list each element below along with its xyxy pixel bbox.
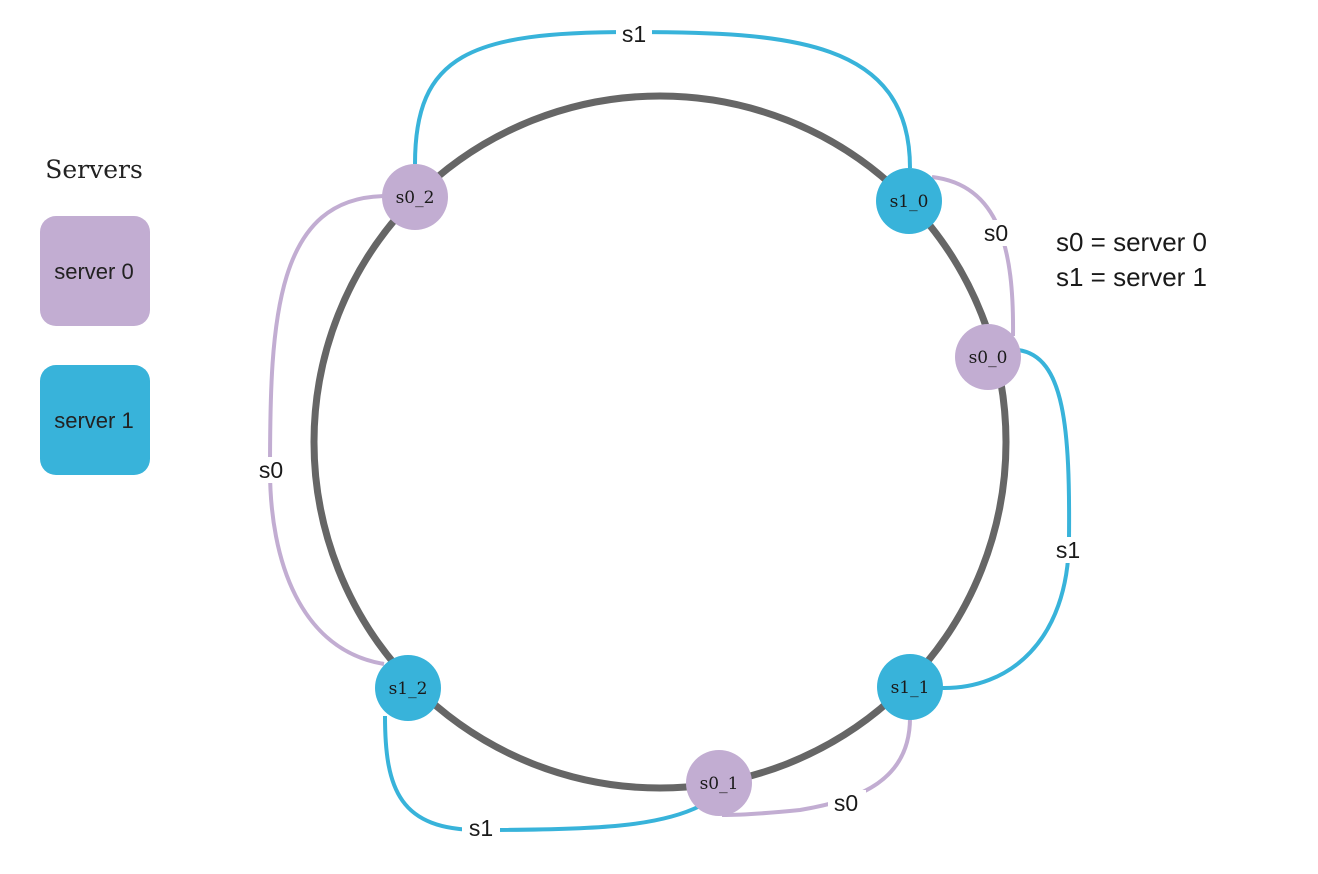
legend-label-server-0: server 0 — [54, 259, 133, 284]
arc-s1_0-to-s0_0 — [931, 175, 1016, 337]
ring-node-s0_2: s0_2 — [382, 164, 448, 230]
key: s0 = server 0 s1 = server 1 — [1056, 227, 1207, 292]
arc-label-s0_1-s1_2: s1 — [469, 815, 493, 841]
arc-label-s0_2-s1_0: s1 — [622, 21, 646, 47]
node-circle — [382, 164, 448, 230]
ring-node-s1_2: s1_2 — [375, 655, 441, 721]
node-circle — [375, 655, 441, 721]
legend-title: Servers — [45, 155, 143, 184]
legend-swatch-server-0 — [40, 216, 150, 326]
arc-label-bg — [616, 20, 652, 46]
arc-label-s1_2-s0_2: s0 — [259, 457, 283, 483]
arc-label-bg — [828, 790, 866, 816]
arc-label-s1_0-s0_0: s0 — [984, 220, 1008, 246]
node-circle — [955, 324, 1021, 390]
key-line-server-1: s1 = server 1 — [1056, 262, 1207, 292]
node-label: s1_0 — [890, 192, 929, 212]
arc-s1_1-to-s0_1 — [721, 717, 912, 817]
arc-labels: s1 s0 s1 s0 s1 s0 — [252, 20, 1088, 842]
node-label: s0_2 — [396, 188, 435, 208]
ring-node-s1_1: s1_1 — [877, 654, 943, 720]
node-label: s0_0 — [969, 348, 1008, 368]
legend: Servers server 0 server 1 — [40, 155, 150, 475]
node-circle — [877, 654, 943, 720]
arc-label-bg — [252, 457, 290, 483]
legend-label-server-1: server 1 — [54, 408, 133, 433]
ring-nodes: s0_2 s1_0 s0_0 s1_1 s0_1 s1_2 — [375, 164, 1021, 816]
legend-swatch-server-1 — [40, 365, 150, 475]
node-circle — [686, 750, 752, 816]
arc-label-s0_0-s1_1: s1 — [1056, 537, 1080, 563]
node-label: s1_1 — [891, 678, 930, 698]
ring-node-s0_1: s0_1 — [686, 750, 752, 816]
arc-label-s1_1-s0_1: s0 — [834, 790, 858, 816]
arc-label-bg — [462, 816, 500, 842]
ring-node-s0_0: s0_0 — [955, 324, 1021, 390]
arc-label-bg — [1050, 537, 1088, 563]
arc-s1_2-to-s0_2 — [267, 193, 389, 666]
node-label: s1_2 — [389, 679, 428, 699]
node-circle — [876, 168, 942, 234]
hash-ring — [310, 92, 1010, 792]
key-line-server-0: s0 = server 0 — [1056, 227, 1207, 257]
node-label: s0_1 — [700, 774, 739, 794]
arc-label-bg — [978, 220, 1014, 246]
ring-node-s1_0: s1_0 — [876, 168, 942, 234]
arc-s0_1-to-s1_2 — [383, 715, 701, 833]
